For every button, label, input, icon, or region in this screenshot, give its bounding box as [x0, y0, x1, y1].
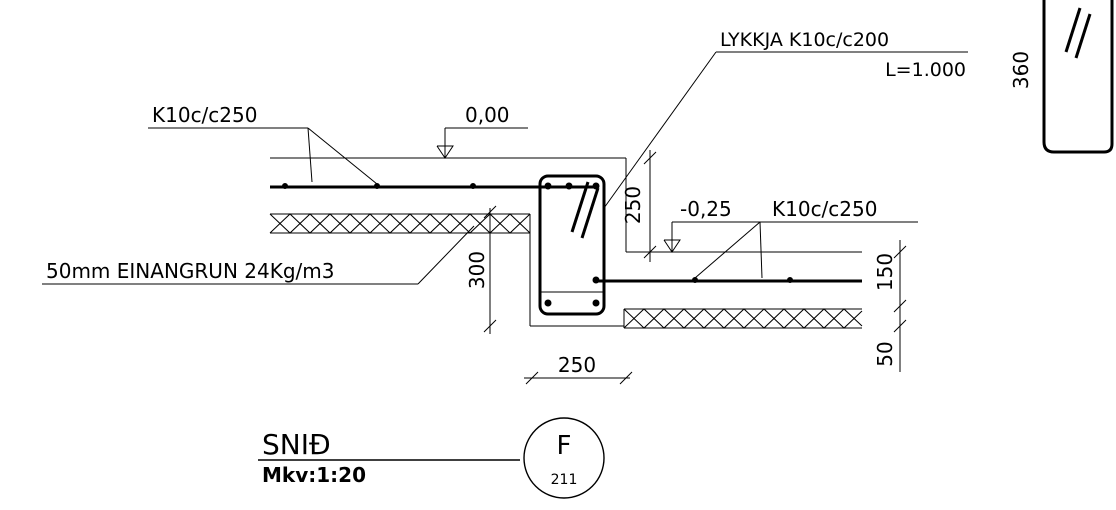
dim-width-label: 250 — [558, 353, 596, 377]
dim-slab-label: 150 — [873, 253, 897, 291]
rebar-lines — [270, 183, 862, 283]
dim-step: 250 — [621, 150, 657, 262]
insulation-label: 50mm EINANGRUN 24Kg/m3 — [46, 259, 334, 283]
section-title: SNIÐ — [262, 428, 331, 461]
level-top: 0,00 — [436, 103, 528, 159]
dim-width: 250 — [524, 353, 633, 385]
bent-bar-dimension: 360 — [1009, 51, 1033, 89]
section-letter: F — [557, 431, 572, 461]
sheet-ref: 211 — [551, 472, 578, 488]
bent-bar-detail: 360 — [1009, 0, 1114, 154]
dim-insul-label: 50 — [873, 341, 897, 366]
insulation-callout: 50mm EINANGRUN 24Kg/m3 — [42, 225, 475, 285]
level-low: -0,25 K10c/c250 — [663, 197, 918, 279]
title-block: SNIÐ Mkv:1:20 F 211 — [258, 417, 605, 499]
section-marker-circle — [523, 417, 605, 499]
dim-right: 150 50 — [873, 240, 907, 372]
dim-step-label: 250 — [621, 186, 645, 224]
lykkja-callout: LYKKJA K10c/c200 L=1.000 — [603, 29, 968, 209]
low-rebar-label: K10c/c250 — [772, 197, 877, 221]
lykkja-length: L=1.000 — [885, 59, 966, 81]
level-top-label: 0,00 — [465, 103, 510, 127]
level-low-label: -0,25 — [680, 197, 732, 221]
beam-stirrup — [538, 174, 606, 316]
upper-slab — [270, 157, 862, 253]
top-rebar-label: K10c/c250 — [152, 103, 257, 127]
scale-label: Mkv:1:20 — [262, 463, 366, 487]
top-rebar-callout: K10c/c250 — [148, 103, 378, 185]
insulation-upper — [269, 213, 624, 327]
lykkja-label: LYKKJA K10c/c200 — [720, 29, 889, 51]
dim-beam-depth: 300 — [465, 205, 497, 334]
dim-beam-depth-label: 300 — [465, 251, 489, 289]
insulation-lower — [623, 308, 863, 329]
